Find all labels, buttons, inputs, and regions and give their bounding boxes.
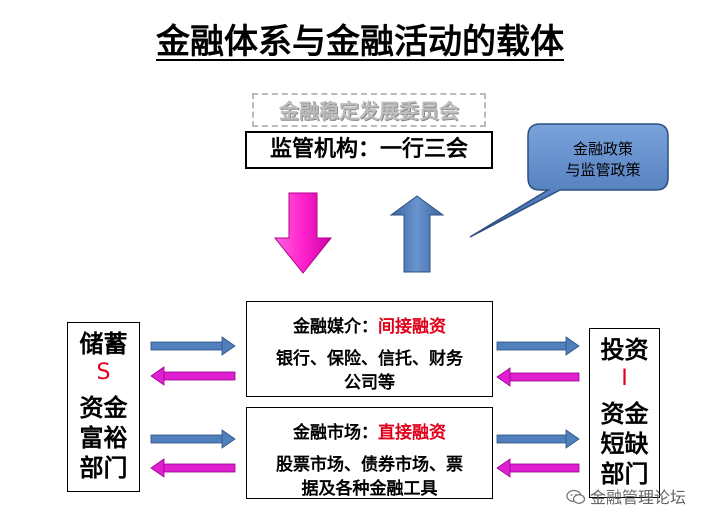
saver-line2: 资金: [79, 394, 128, 422]
market-to-investor-arrow: [496, 429, 580, 449]
investor-line3: 短缺: [600, 430, 649, 458]
investor-line1: 投资: [600, 336, 649, 364]
investor-sector-box: 投资 I 资金 短缺 部门: [589, 328, 660, 498]
intermediary-to-saver-arrow: [150, 366, 236, 386]
policy-down-arrow: [273, 192, 333, 274]
market-highlight: 直接融资: [378, 423, 446, 443]
callout-line1: 金融政策: [572, 140, 633, 158]
watermark: 金融管理论坛: [566, 484, 686, 509]
intermediary-to-investor-arrow: [496, 336, 580, 356]
saver-sector-box: 储蓄 S 资金 富裕 部门: [67, 322, 140, 492]
saver-to-market-arrow: [150, 429, 236, 449]
page-title: 金融体系与金融活动的载体: [156, 22, 564, 62]
intermediary-label: 金融媒介：: [293, 317, 378, 337]
watermark-text: 金融管理论坛: [590, 488, 687, 507]
market-line1: 股票市场、债券市场、票: [276, 455, 463, 475]
investor-to-market-arrow: [496, 458, 580, 478]
investor-line2: 资金: [600, 400, 649, 428]
intermediary-line1: 银行、保险、信托、财务: [276, 349, 463, 369]
market-to-saver-arrow: [150, 458, 236, 478]
regulator-box: 监管机构：一行三会: [245, 131, 493, 169]
investor-line4: 部门: [600, 460, 649, 488]
saver-letter: S: [96, 360, 111, 385]
intermediary-line2: 公司等: [344, 373, 395, 393]
intermediary-body: 银行、保险、信托、财务 公司等: [247, 347, 492, 395]
market-label: 金融市场：: [293, 423, 378, 443]
saver-to-intermediary-arrow: [150, 336, 236, 356]
financial-market-box: 金融市场：直接融资 股票市场、债券市场、票 据及各种金融工具: [246, 407, 493, 499]
intermediary-highlight: 间接融资: [378, 317, 446, 337]
market-heading: 金融市场：直接融资: [247, 418, 492, 443]
feedback-up-arrow: [389, 195, 445, 273]
wechat-icon: [566, 489, 586, 509]
saver-line4: 部门: [79, 454, 128, 482]
financial-intermediary-box: 金融媒介：间接融资 银行、保险、信托、财务 公司等: [246, 301, 493, 397]
investor-letter: I: [621, 366, 628, 391]
market-body: 股票市场、债券市场、票 据及各种金融工具: [247, 453, 492, 501]
callout-line2: 与监管政策: [565, 161, 641, 179]
policy-callout-shape: [469, 123, 669, 238]
market-line2: 据及各种金融工具: [301, 479, 438, 499]
saver-line1: 储蓄: [79, 330, 128, 358]
policy-callout: 金融政策 与监管政策: [548, 139, 658, 181]
saver-line3: 富裕: [79, 424, 128, 452]
intermediary-heading: 金融媒介：间接融资: [247, 312, 492, 337]
stability-committee-box: 金融稳定发展委员会: [252, 93, 486, 127]
investor-to-intermediary-arrow: [496, 367, 580, 387]
